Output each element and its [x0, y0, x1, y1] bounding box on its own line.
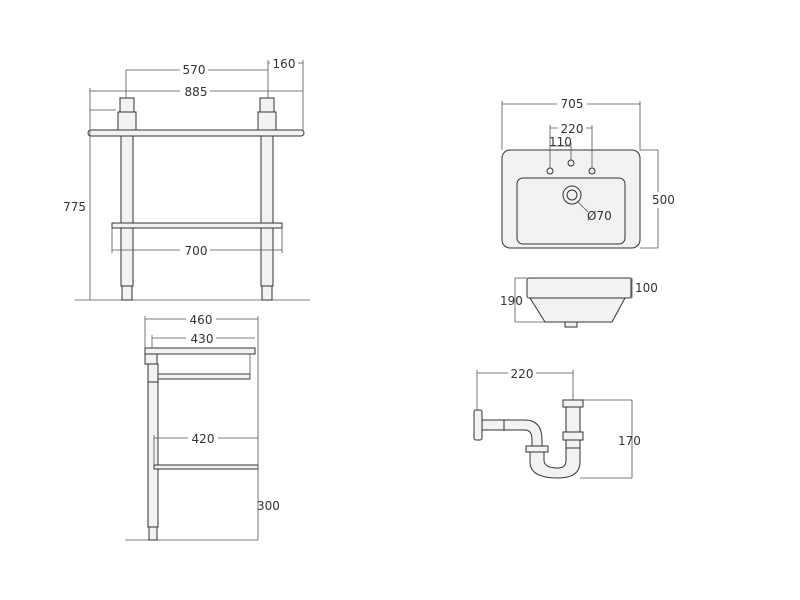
side-view: 460 430 420 300: [125, 311, 280, 541]
front-view: 570 160 885 775 700: [63, 55, 310, 301]
front-bracket-right: [259, 97, 275, 113]
dim-430: 430: [191, 332, 214, 346]
dim-220-taps: 220: [561, 122, 584, 136]
dim-885: 885: [185, 85, 208, 99]
dim-775: 775: [63, 200, 86, 214]
trap-wall-flange: [473, 409, 483, 441]
front-bracket-left: [119, 97, 135, 113]
dim-700: 700: [185, 244, 208, 258]
basin-outline: [501, 149, 641, 249]
dim-460: 460: [190, 313, 213, 327]
front-glass-shelf: [111, 222, 283, 229]
front-leg-right: [260, 135, 274, 287]
front-towel-rail: [87, 129, 305, 137]
basin-bowl: [516, 177, 626, 245]
trap-view: 220 170: [473, 366, 641, 479]
side-leg: [147, 381, 159, 528]
dim-100: 100: [635, 281, 658, 295]
trap-bend-nut: [525, 445, 549, 453]
trap-tail-pipe: [565, 401, 581, 449]
side-towel-bar: [151, 373, 251, 380]
front-collar-left: [117, 111, 137, 131]
dim-190: 190: [500, 294, 523, 308]
trap-top-nut: [562, 399, 584, 408]
dim-420: 420: [192, 432, 215, 446]
dim-570: 570: [183, 63, 206, 77]
drain-inner: [566, 189, 578, 201]
basin-side-bowl: [529, 297, 626, 323]
side-leg-collar: [147, 363, 159, 383]
dim-110: 110: [549, 135, 572, 149]
dim-170: 170: [618, 434, 641, 448]
basin-side-view: 190 100: [500, 277, 658, 328]
dim-705: 705: [561, 97, 584, 111]
basin-side-rim: [526, 277, 632, 299]
front-foot-right: [261, 285, 273, 301]
front-leg-left: [120, 135, 134, 287]
side-bracket: [144, 353, 158, 365]
side-foot: [148, 526, 158, 541]
dim-500: 500: [652, 193, 675, 207]
trap-wall-pipe: [481, 419, 505, 431]
front-collar-right: [257, 111, 277, 131]
dim-drain-diameter: Ø70: [587, 209, 612, 223]
trap-upper-bend: [503, 419, 543, 449]
trap-mid-nut: [562, 431, 584, 441]
basin-top-view: Ø70 705 220 110 500: [501, 96, 676, 249]
dim-300: 300: [257, 499, 280, 513]
dim-160: 160: [273, 57, 296, 71]
dim-220-trap: 220: [511, 367, 534, 381]
side-top-rail: [144, 347, 256, 355]
basin-side-waste: [564, 321, 578, 328]
front-foot-left: [121, 285, 133, 301]
drain-outer: [562, 185, 582, 205]
side-glass-shelf: [153, 464, 259, 470]
